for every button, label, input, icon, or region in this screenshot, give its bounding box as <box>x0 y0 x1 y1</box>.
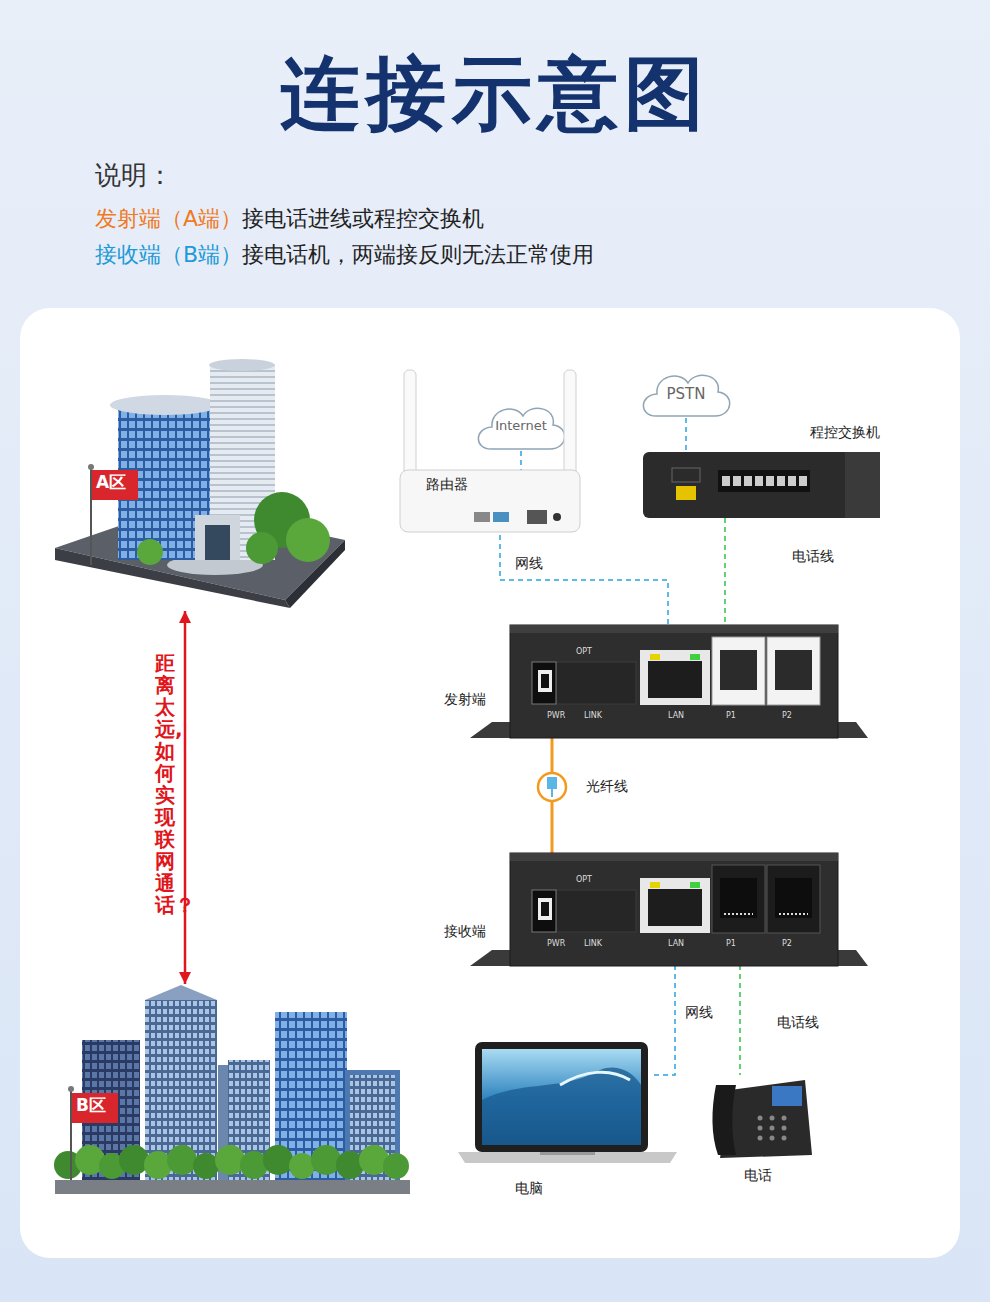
connector-line <box>724 518 726 625</box>
cloud: PSTN <box>640 374 732 418</box>
node-text: PWR <box>547 939 565 949</box>
connector-line <box>500 535 668 625</box>
node-text: P1 <box>726 939 736 949</box>
node-text: LINK <box>584 711 602 721</box>
fiber-icon <box>538 773 566 801</box>
pbx-switch: 程控交换机 <box>643 452 880 518</box>
phone: 电话 <box>712 1075 810 1160</box>
connector-line <box>520 451 522 470</box>
connector-line <box>739 965 741 1075</box>
connector <box>552 738 553 853</box>
node-text: B区 <box>76 1095 106 1115</box>
router <box>400 370 580 532</box>
node-text: OPT <box>576 647 592 657</box>
note-text: 接收端（B端） <box>95 242 242 268</box>
router: 路由器 <box>400 470 580 535</box>
node-text: P2 <box>782 711 792 721</box>
laptop: 电脑 <box>470 1040 650 1165</box>
note-text: 说明： <box>95 160 173 191</box>
edge-label: 距离太远,如何实现联网通话？ <box>153 652 177 916</box>
connector-line <box>685 418 687 452</box>
node-text: 电脑 <box>515 1180 543 1197</box>
node-text: LAN <box>668 711 684 721</box>
arrowhead <box>179 611 191 623</box>
note-text: 接电话进线或程控交换机 <box>242 206 484 232</box>
note-text: 接电话机，两端接反则无法正常使用 <box>242 242 594 268</box>
edge-label: 光纤线 <box>584 778 630 795</box>
node-text: Internet <box>475 418 567 434</box>
node-text: OPT <box>576 875 592 885</box>
laptop <box>458 1042 677 1163</box>
connector <box>740 965 741 1075</box>
transmitter-device: 发射端OPTPWRLINKLANP1P2 <box>510 625 838 738</box>
connector <box>686 418 687 452</box>
note-text: 发射端（A端） <box>95 206 242 232</box>
node-text: LAN <box>668 939 684 949</box>
node-text: PSTN <box>640 385 732 403</box>
arrowhead <box>179 972 191 984</box>
connector-line <box>650 965 675 1075</box>
edge-label: 网线 <box>513 555 545 572</box>
node-text: PWR <box>547 711 565 721</box>
pbx-switch <box>643 452 880 518</box>
connector <box>521 451 522 470</box>
building-b: B区 <box>50 985 415 1200</box>
node-text: 接收端 <box>444 923 486 940</box>
node-text: 程控交换机 <box>810 424 880 441</box>
node-text: P1 <box>726 711 736 721</box>
node-text: 发射端 <box>444 691 486 708</box>
cloud: Internet <box>475 405 567 451</box>
phone <box>712 1080 812 1158</box>
receiver-device: 接收端OPTPWRLINKLANP1P2 <box>510 853 838 965</box>
receiver-device <box>470 853 868 966</box>
edge-label: 电话线 <box>775 1014 821 1031</box>
edge-label: 电话线 <box>790 548 836 565</box>
node-text: 电话 <box>744 1167 772 1184</box>
edge-label: 网线 <box>683 1004 715 1021</box>
connector-line <box>184 611 187 984</box>
building-a: A区 <box>50 355 350 610</box>
connector <box>179 611 191 984</box>
node-text: LINK <box>584 939 602 949</box>
node-text: 路由器 <box>426 476 468 493</box>
connector <box>650 965 675 1075</box>
title: 连接示意图 <box>0 46 990 142</box>
building-a <box>55 359 345 608</box>
connector <box>725 518 726 625</box>
transmitter-device <box>470 625 868 738</box>
connector <box>500 535 668 625</box>
node-text: A区 <box>96 472 126 492</box>
node-text: P2 <box>782 939 792 949</box>
building-b <box>54 985 410 1194</box>
